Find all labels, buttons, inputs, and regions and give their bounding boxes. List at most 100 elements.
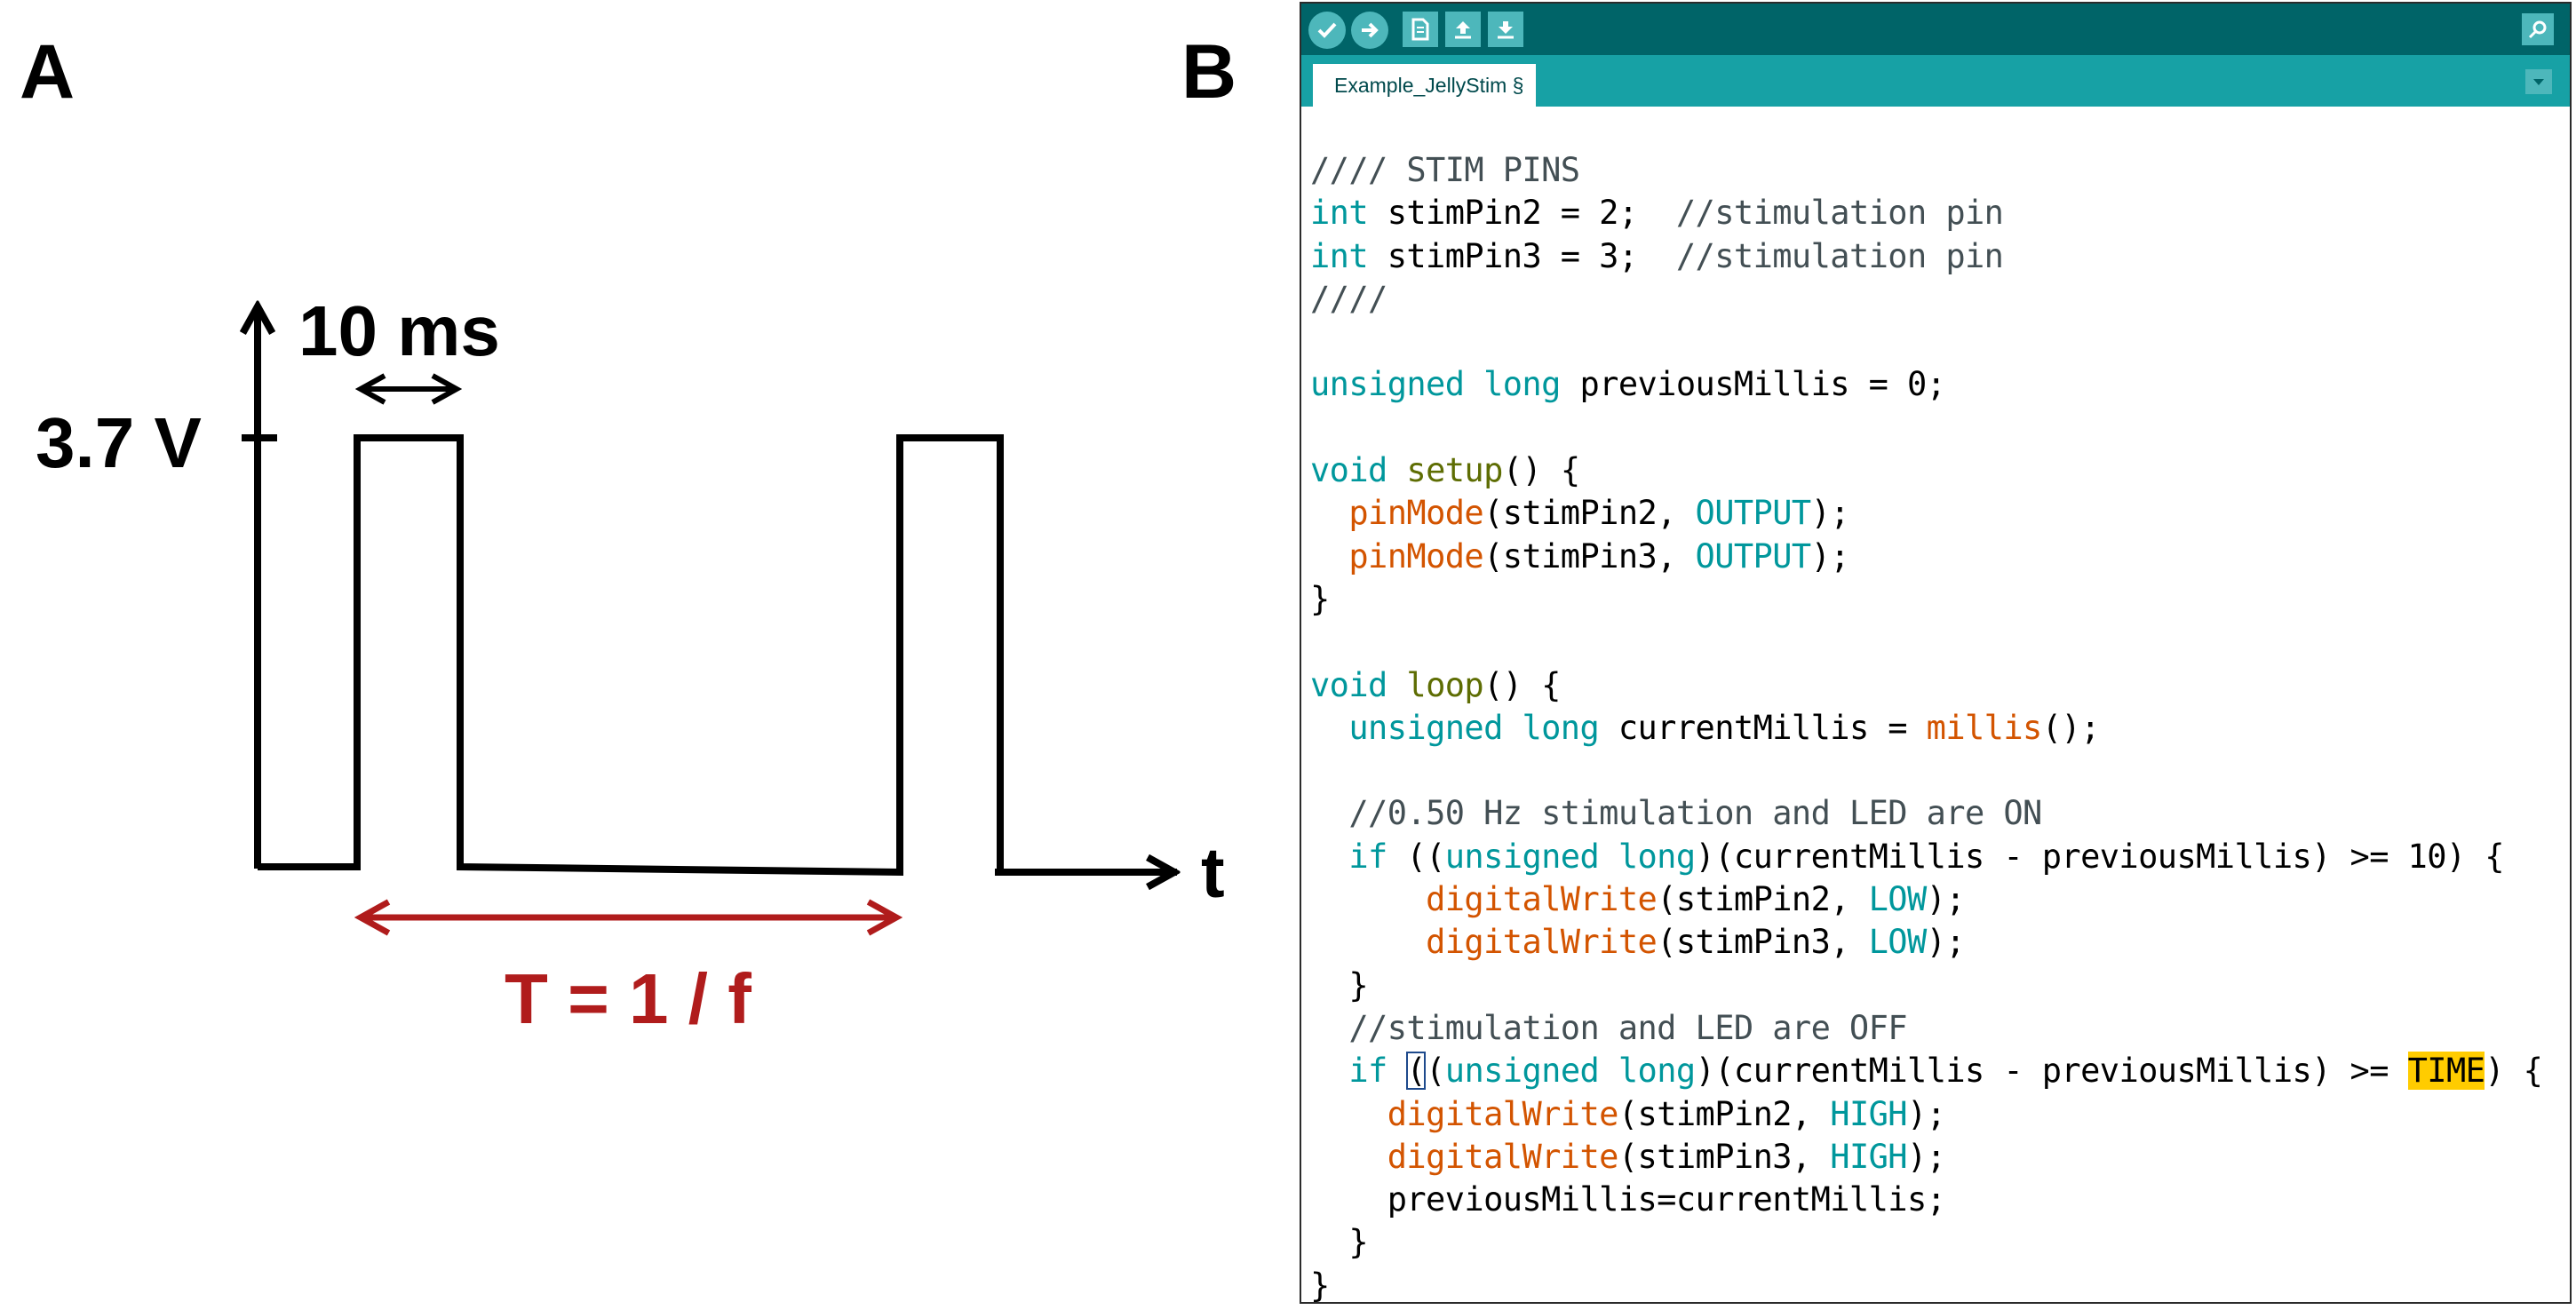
code-line: pinMode(stimPin3, OUTPUT); [1310,536,2542,578]
code-token: ( [1406,1052,1427,1091]
code-line: ​ [1310,750,2542,792]
code-line: } [1310,1265,2542,1304]
pulse-waveform-diagram: 3.7 V 10 ms t T = 1 / f [36,291,1225,1038]
code-token: ); [1926,880,1966,919]
new-icon [1411,18,1429,41]
voltage-label: 3.7 V [36,403,202,482]
panel-label-b: B [1181,29,1237,115]
code-token [1310,838,1348,876]
code-token: (stimPin2, [1657,880,1869,919]
code-token: } [1310,965,1369,1004]
code-line: ​ [1310,407,2542,449]
code-line: //0.50 Hz stimulation and LED are ON [1310,792,2542,835]
code-token: unsigned long [1444,1052,1696,1091]
code-token [1310,1138,1387,1176]
code-token: )(currentMillis - previousMillis) >= [1695,1052,2408,1091]
code-token [1387,451,1407,489]
open-sketch-button[interactable] [1445,12,1481,47]
verify-icon [1317,22,1337,38]
code-token: currentMillis = [1599,708,1927,747]
tab-example-jellystim[interactable]: Example_JellyStim § [1313,64,1537,107]
code-editor[interactable]: //// STIM PINS int stimPin2 = 2; //stimul… [1301,107,2570,1302]
code-line: int stimPin3 = 3; //stimulation pin [1310,235,2542,278]
code-token: } [1310,1266,1330,1304]
code-token: () { [1502,451,1580,490]
triangle-down-icon [2533,79,2544,85]
code-token: OUTPUT [1695,536,1812,576]
code-token: digitalWrite [1387,1094,1619,1133]
code-token: stimPin2 = 2; [1368,194,1676,233]
code-token: unsigned long [1310,365,1561,404]
code-token: ); [1907,1094,1946,1133]
save-icon [1498,21,1514,39]
code-token: //stimulation and LED are OFF [1348,1008,1907,1047]
code-token: stimPin3 = 3; [1368,236,1676,275]
code-token: if [1348,837,1387,876]
code-line: digitalWrite(stimPin3, HIGH); [1310,1136,2542,1179]
code-token: } [1310,579,1330,618]
serial-monitor-button[interactable] [2522,13,2554,45]
code-token [1310,794,1348,832]
code-line: } [1310,578,2542,621]
code-line: digitalWrite(stimPin3, LOW); [1310,921,2542,964]
panel-label-a: A [20,29,76,115]
code-token: ( [1426,1052,1445,1091]
pulse-width-label: 10 ms [298,291,500,370]
code-token: (( [1387,837,1445,876]
code-token: (stimPin3, [1483,536,1696,576]
code-token: ); [1810,536,1850,576]
square-wave [258,434,1177,877]
code-line: //stimulation and LED are OFF [1310,1007,2542,1050]
code-token: (stimPin3, [1657,923,1869,962]
code-token [1310,709,1348,747]
code-token: )(currentMillis - previousMillis) >= 10)… [1695,837,2505,876]
code-block: //// STIM PINS int stimPin2 = 2; //stimul… [1310,149,2543,1304]
arduino-ide-window: Example_JellyStim § //// STIM PINS int st… [1300,2,2572,1304]
code-token: int [1310,236,1369,275]
code-line: //// STIM PINS [1310,149,2542,192]
code-token: HIGH [1830,1094,1907,1133]
code-token: void [1310,451,1387,490]
code-token [1310,880,1426,918]
code-token: //stimulation pin [1675,194,2004,233]
code-line: if ((unsigned long)(currentMillis - prev… [1310,1050,2543,1092]
code-token: (stimPin3, [1618,1137,1831,1176]
code-token: (stimPin2, [1483,494,1696,533]
code-token: unsigned long [1348,708,1600,747]
code-token: ) { [2485,1052,2543,1091]
code-token: int [1310,194,1369,233]
code-token [1310,1095,1387,1133]
code-token [1310,923,1426,961]
code-token [1310,537,1348,576]
code-line: ​ [1310,621,2542,663]
code-line: //// [1310,278,2542,321]
code-line: void loop() { [1310,664,2542,707]
code-token: TIME [2407,1052,2485,1091]
verify-button[interactable] [1308,12,1346,49]
code-line: ​ [1310,321,2542,363]
code-token: OUTPUT [1695,494,1812,533]
ide-toolbar [1301,4,2570,55]
code-token [1310,1052,1348,1090]
magnifier-icon [2528,20,2547,39]
code-token: ); [1810,494,1850,533]
code-token: ); [1926,923,1966,962]
code-token [1310,494,1348,532]
code-line: pinMode(stimPin2, OUTPUT); [1310,492,2542,535]
code-line: void setup() { [1310,449,2542,492]
code-token: setup [1406,451,1503,490]
new-sketch-button[interactable] [1403,12,1438,47]
upload-button[interactable] [1351,12,1388,49]
code-token: previousMillis=currentMillis; [1310,1180,1946,1219]
code-token [1310,1009,1348,1047]
code-token: //// STIM PINS [1310,151,1580,189]
code-token: unsigned long [1444,837,1696,876]
save-sketch-button[interactable] [1488,12,1523,47]
code-line: } [1310,1221,2542,1264]
code-line: digitalWrite(stimPin2, LOW); [1310,878,2542,921]
tab-menu-button[interactable] [2525,69,2552,94]
code-token: if [1348,1052,1387,1091]
code-token [1387,666,1407,704]
code-token: ); [1907,1137,1946,1176]
open-icon [1455,21,1471,39]
